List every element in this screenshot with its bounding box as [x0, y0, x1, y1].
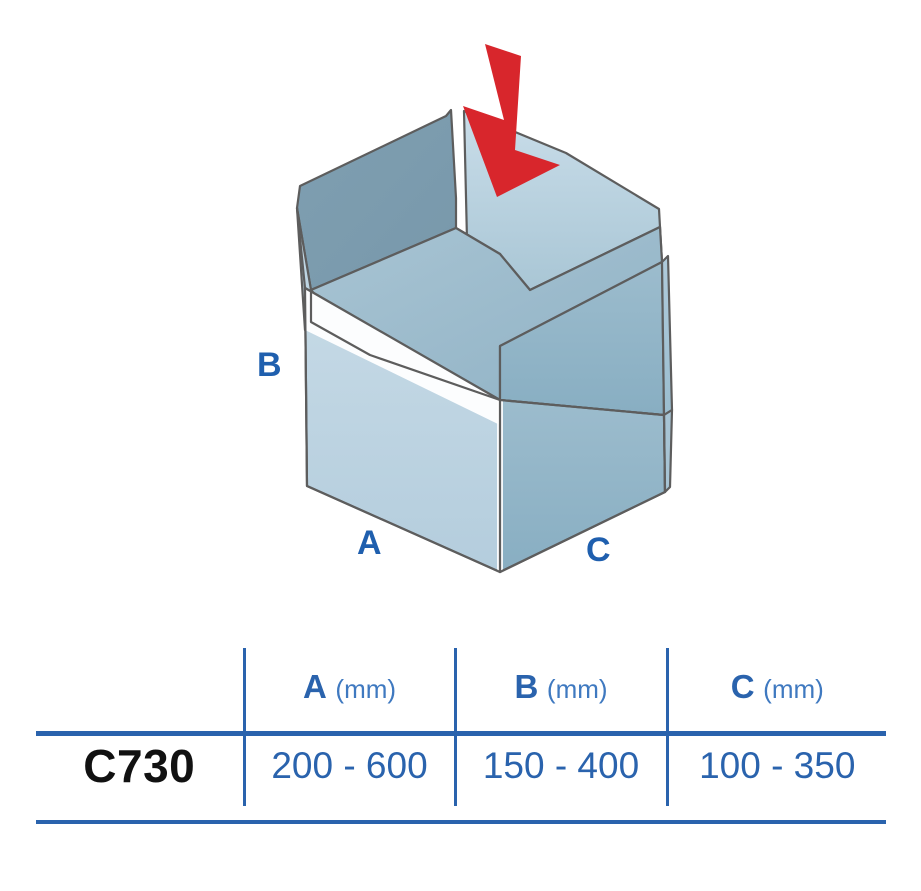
- box-crease-highlight: [305, 288, 500, 425]
- table-row: C730 200 - 600 150 - 400 100 - 350: [36, 726, 886, 806]
- dimension-label-a: A: [357, 524, 382, 562]
- table-bottom-rule: [36, 820, 886, 824]
- cell-a-range: 200 - 600: [242, 726, 455, 806]
- header-unit-c: (mm): [763, 674, 824, 704]
- header-letter-a: A: [302, 668, 327, 705]
- box-side-panel: [498, 398, 667, 574]
- header-cell-b: B (mm): [453, 648, 667, 726]
- header-cell-model: [36, 648, 244, 726]
- header-letter-b: B: [514, 668, 539, 705]
- cell-c-range: 100 - 350: [665, 726, 886, 806]
- box-flap-front-right: [660, 254, 674, 417]
- header-unit-b: (mm): [546, 674, 608, 704]
- box-illustration: [295, 44, 674, 574]
- dimension-label-b: B: [257, 346, 282, 384]
- insertion-arrow-icon: [463, 44, 560, 197]
- header-cell-a: A (mm): [242, 648, 455, 726]
- specification-table: A (mm) B (mm) C (mm) C730 200 - 600 150 …: [36, 648, 886, 824]
- header-letter-c: C: [730, 668, 755, 705]
- cell-b-range: 150 - 400: [453, 726, 667, 806]
- box-diagram: B A C: [257, 44, 674, 574]
- header-cell-c: C (mm): [665, 648, 886, 726]
- table-header-row: A (mm) B (mm) C (mm): [36, 648, 886, 726]
- dimension-label-c: C: [586, 531, 611, 569]
- spec-table-grid: A (mm) B (mm) C (mm) C730 200 - 600 150 …: [36, 648, 886, 806]
- table-header-rule: [36, 731, 886, 736]
- cell-model: C730: [83, 740, 196, 792]
- header-unit-a: (mm): [335, 674, 397, 704]
